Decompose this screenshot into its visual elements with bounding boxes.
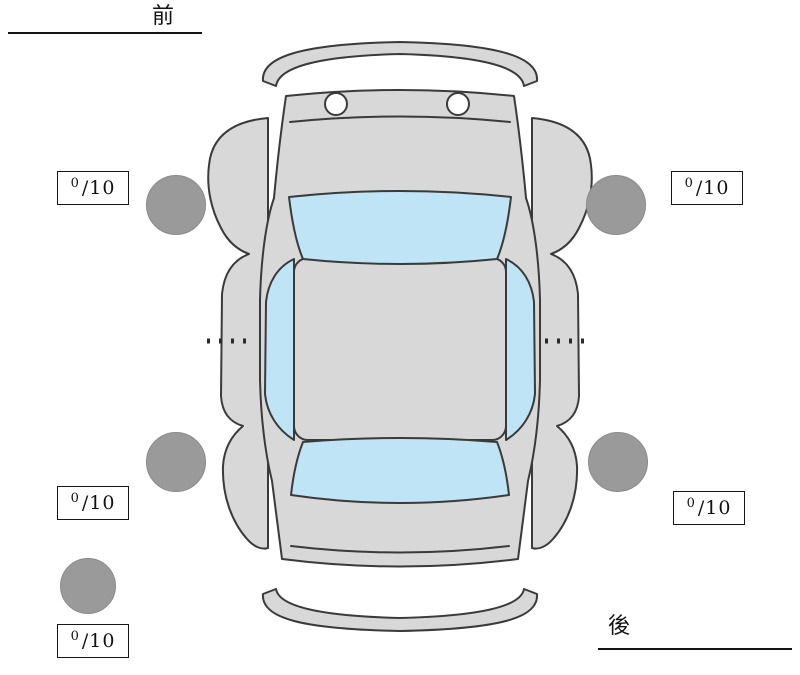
rear-underline bbox=[598, 648, 792, 650]
tire-spare bbox=[60, 558, 116, 614]
tire-rear-left bbox=[146, 432, 206, 492]
tread-score-spare: 0 /10 bbox=[57, 624, 129, 658]
roof-panel bbox=[293, 257, 507, 441]
tread-score-max: /10 bbox=[697, 497, 732, 519]
tread-score-value: 0 bbox=[70, 628, 79, 644]
tread-score-max: /10 bbox=[81, 630, 116, 652]
left-side-window bbox=[264, 258, 295, 441]
tire-rear-right bbox=[588, 432, 648, 492]
rear-label: 後 bbox=[608, 614, 631, 639]
tread-score-rear-right: 0 /10 bbox=[673, 491, 745, 525]
rear-window bbox=[290, 437, 510, 504]
tread-score-max: /10 bbox=[695, 177, 730, 199]
cowl-line bbox=[289, 115, 511, 123]
windshield bbox=[288, 190, 512, 265]
trunk-seam-line bbox=[290, 545, 510, 554]
right-side-window bbox=[505, 258, 536, 441]
tread-score-value: 0 bbox=[70, 490, 79, 506]
tread-score-value: 0 bbox=[70, 175, 79, 191]
tread-score-front-left: 0 /10 bbox=[57, 171, 129, 205]
hood-circle-left bbox=[324, 92, 348, 116]
front-label: 前 bbox=[152, 4, 175, 29]
tire-front-right bbox=[586, 175, 646, 235]
tread-score-value: 0 bbox=[686, 495, 695, 511]
right-side-panel bbox=[531, 117, 593, 550]
left-side-panel bbox=[207, 117, 269, 550]
tread-score-value: 0 bbox=[684, 175, 693, 191]
front-underline bbox=[8, 32, 202, 34]
tread-score-max: /10 bbox=[81, 492, 116, 514]
tread-score-front-right: 0 /10 bbox=[671, 171, 743, 205]
front-bumper bbox=[261, 41, 539, 87]
tire-front-left bbox=[146, 175, 206, 235]
tread-score-max: /10 bbox=[81, 177, 116, 199]
tread-score-rear-left: 0 /10 bbox=[57, 486, 129, 520]
hood-circle-right bbox=[446, 92, 470, 116]
rear-bumper bbox=[261, 588, 539, 632]
